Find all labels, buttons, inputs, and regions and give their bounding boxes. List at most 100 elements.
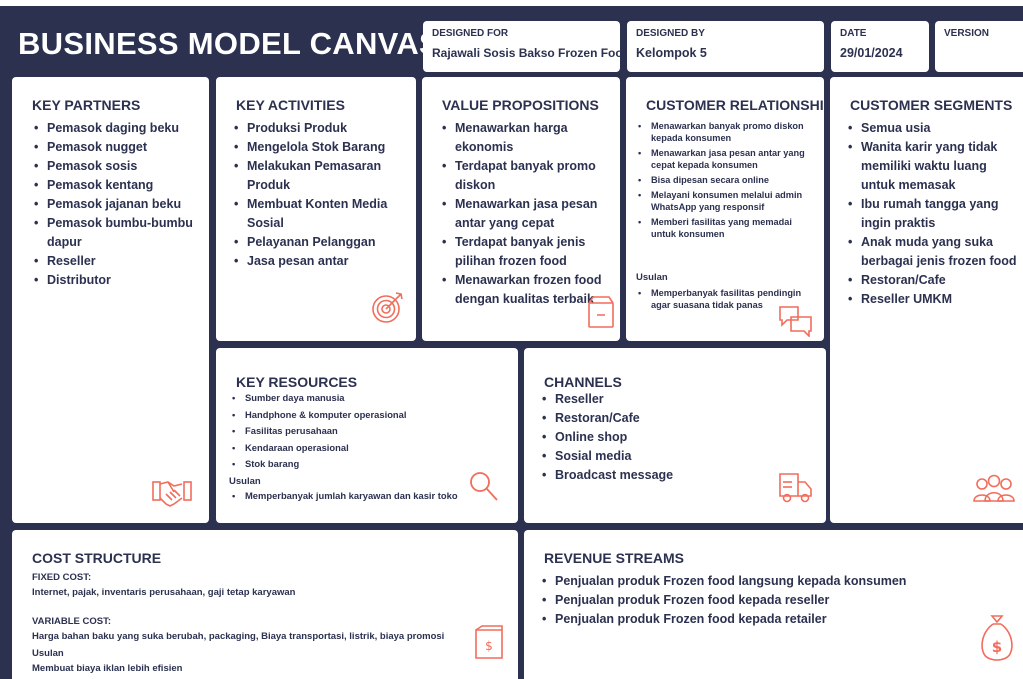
list-item: Restoran/Cafe (848, 271, 1020, 290)
designed-for-value: Rajawali Sosis Bakso Frozen Food (432, 46, 631, 60)
list-item: Penjualan produk Frozen food kepada rese… (542, 591, 982, 610)
date-value: 29/01/2024 (840, 46, 903, 60)
key-partners-list: Pemasok daging beku Pemasok nugget Pemas… (34, 119, 199, 290)
svg-text:$: $ (485, 639, 493, 653)
list-item: Pemasok jajanan beku (34, 195, 199, 214)
list-item: Reseller (542, 390, 802, 409)
list-item: Membuat Konten Media Sosial (234, 195, 406, 233)
list-item: Pemasok kentang (34, 176, 199, 195)
list-item: Handphone & komputer operasional (232, 407, 492, 424)
list-item: Mengelola Stok Barang (234, 138, 406, 157)
customer-segments-title: CUSTOMER SEGMENTS (850, 97, 1013, 113)
customer-segments-list: Semua usia Wanita karir yang tidak memil… (848, 119, 1020, 309)
list-item: Melakukan Pemasaran Produk (234, 157, 406, 195)
list-item: Terdapat banyak jenis pilihan frozen foo… (442, 233, 614, 271)
channels-list: Reseller Restoran/Cafe Online shop Sosia… (542, 390, 802, 485)
channels-title: CHANNELS (544, 374, 622, 390)
list-item: Wanita karir yang tidak memiliki waktu l… (848, 138, 1020, 195)
list-item: Menawarkan jasa pesan antar yang cepat k… (638, 147, 816, 172)
variable-cost-label: VARIABLE COST: (32, 616, 111, 627)
svg-text:$: $ (992, 638, 1002, 656)
list-item: Online shop (542, 428, 802, 447)
list-item: Menawarkan jasa pesan antar yang cepat (442, 195, 614, 233)
invoice-icon: $ (472, 624, 506, 660)
revenue-streams-title: REVENUE STREAMS (544, 550, 685, 566)
target-icon (370, 289, 406, 325)
list-item: Semua usia (848, 119, 1020, 138)
cost-structure-title: COST STRUCTURE (32, 550, 162, 566)
fixed-cost-label: FIXED COST: (32, 572, 92, 583)
designed-for-label: DESIGNED FOR (432, 28, 509, 39)
list-item: Restoran/Cafe (542, 409, 802, 428)
list-item: Fasilitas perusahaan (232, 423, 492, 440)
customer-relationships-usulan-label: Usulan (636, 272, 668, 283)
designed-for-box: DESIGNED FOR Rajawali Sosis Bakso Frozen… (423, 21, 630, 72)
list-item: Produksi Produk (234, 119, 406, 138)
key-resources-list: Sumber daya manusia Handphone & komputer… (232, 390, 492, 473)
list-item: Memperbanyak fasilitas pendingin agar su… (638, 287, 816, 312)
list-item: Penjualan produk Frozen food kepada reta… (542, 610, 982, 629)
list-item: Menawarkan harga ekonomis (442, 119, 614, 157)
customer-relationships-box: CUSTOMER RELATIONSHIPS Menawarkan banyak… (626, 77, 824, 341)
designed-by-value: Kelompok 5 (636, 46, 707, 60)
key-partners-box: KEY PARTNERS Pemasok daging beku Pemasok… (12, 77, 209, 523)
key-resources-box: KEY RESOURCES Sumber daya manusia Handph… (216, 348, 518, 523)
key-resources-title: KEY RESOURCES (236, 374, 358, 390)
list-item: Pemasok daging beku (34, 119, 199, 138)
customer-relationships-title: CUSTOMER RELATIONSHIPS (646, 97, 824, 113)
key-resources-usulan-list: Memperbanyak jumlah karyawan dan kasir t… (232, 488, 492, 505)
cost-usulan-text: Membuat biaya iklan lebih efisien (32, 663, 183, 674)
chat-bubbles-icon (778, 303, 814, 337)
list-item: Pemasok sosis (34, 157, 199, 176)
designed-by-box: DESIGNED BY Kelompok 5 (627, 21, 824, 72)
date-box: DATE 29/01/2024 (831, 21, 929, 72)
key-activities-list: Produksi Produk Mengelola Stok Barang Me… (234, 119, 406, 271)
people-group-icon (972, 473, 1016, 503)
key-activities-title: KEY ACTIVITIES (236, 97, 345, 113)
list-item: Melayani konsumen melalui admin WhatsApp… (638, 189, 816, 214)
value-propositions-list: Menawarkan harga ekonomis Terdapat banya… (442, 119, 614, 309)
list-item: Terdapat banyak promo diskon (442, 157, 614, 195)
list-item: Distributor (34, 271, 199, 290)
variable-cost-text: Harga bahan baku yang suka berubah, pack… (32, 631, 445, 642)
list-item: Memberi fasilitas yang memadai untuk kon… (638, 216, 816, 241)
list-item: Anak muda yang suka berbagai jenis froze… (848, 233, 1020, 271)
customer-segments-box: CUSTOMER SEGMENTS Semua usia Wanita kari… (830, 77, 1023, 523)
list-item: Pemasok bumbu-bumbu dapur (34, 214, 199, 252)
list-item: Penjualan produk Frozen food langsung ke… (542, 572, 982, 591)
customer-relationships-list: Menawarkan banyak promo diskon kepada ko… (638, 120, 816, 243)
date-label: DATE (840, 28, 867, 39)
list-item: Bisa dipesan secara online (638, 174, 816, 187)
list-item: Broadcast message (542, 466, 802, 485)
list-item: Sosial media (542, 447, 802, 466)
revenue-streams-box: REVENUE STREAMS Penjualan produk Frozen … (524, 530, 1023, 679)
version-label: VERSION (944, 28, 990, 39)
delivery-truck-icon (778, 470, 814, 504)
magnifier-icon (468, 470, 500, 504)
money-bag-icon: $ (978, 612, 1016, 664)
list-item: Sumber daya manusia (232, 390, 492, 407)
handshake-icon (152, 474, 192, 508)
value-propositions-box: VALUE PROPOSITIONS Menawarkan harga ekon… (422, 77, 620, 341)
gift-box-icon (587, 295, 615, 329)
fixed-cost-text: Internet, pajak, inventaris perusahaan, … (32, 587, 296, 598)
list-item: Kendaraan operasional (232, 440, 492, 457)
list-item: Jasa pesan antar (234, 252, 406, 271)
list-item: Menawarkan frozen food dengan kualitas t… (442, 271, 614, 309)
version-box: VERSION (935, 21, 1023, 72)
key-activities-box: KEY ACTIVITIES Produksi Produk Mengelola… (216, 77, 416, 341)
list-item: Reseller UMKM (848, 290, 1020, 309)
designed-by-label: DESIGNED BY (636, 28, 705, 39)
revenue-streams-list: Penjualan produk Frozen food langsung ke… (542, 572, 982, 629)
canvas-title: BUSINESS MODEL CANVAS (18, 26, 440, 61)
key-resources-usulan-label: Usulan (229, 476, 261, 487)
list-item: Reseller (34, 252, 199, 271)
list-item: Menawarkan banyak promo diskon kepada ko… (638, 120, 816, 145)
key-partners-title: KEY PARTNERS (32, 97, 141, 113)
list-item: Pemasok nugget (34, 138, 199, 157)
list-item: Stok barang (232, 456, 492, 473)
channels-box: CHANNELS Reseller Restoran/Cafe Online s… (524, 348, 826, 523)
customer-relationships-usulan-list: Memperbanyak fasilitas pendingin agar su… (638, 287, 816, 314)
list-item: Memperbanyak jumlah karyawan dan kasir t… (232, 488, 492, 505)
